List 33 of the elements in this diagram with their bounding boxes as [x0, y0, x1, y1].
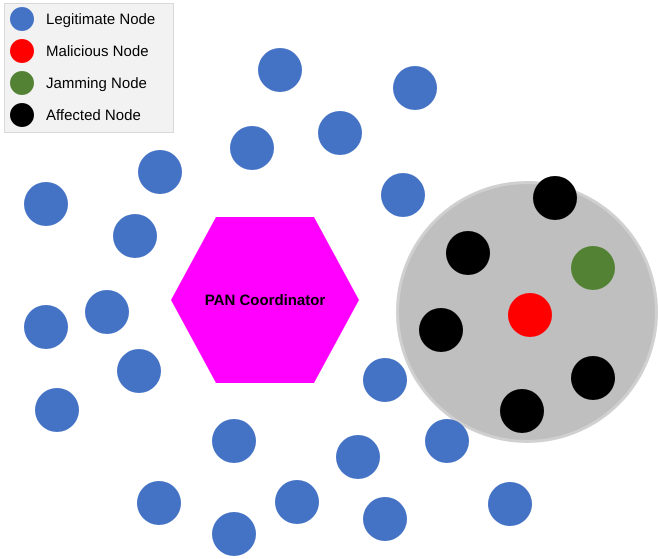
node-circle: [113, 214, 157, 258]
legend-label: Jamming Node: [46, 74, 147, 92]
node-circle: [500, 389, 544, 433]
node-circle: [318, 111, 362, 155]
node-circle: [35, 388, 79, 432]
node-circle: [138, 150, 182, 194]
node-circle: [137, 481, 181, 525]
node-circle: [212, 419, 256, 463]
node-circle: [571, 356, 615, 400]
node-circle: [230, 126, 274, 170]
node-circle: [275, 480, 319, 524]
node-circle: [117, 349, 161, 393]
node-circle: [24, 305, 68, 349]
node-circle: [258, 48, 302, 92]
node-circle: [419, 308, 463, 352]
legend-label: Malicious Node: [46, 42, 149, 60]
hexagon-node: PAN Coordinator: [171, 217, 359, 383]
node-circle: [363, 358, 407, 402]
legend-label: Affected Node: [46, 106, 141, 124]
node-circle: [85, 290, 129, 334]
node-circle: [425, 419, 469, 463]
node-circle: [24, 182, 68, 226]
node-circle: [508, 293, 552, 337]
node-circle: [571, 246, 615, 290]
node-circle: [212, 512, 256, 556]
node-circle: [446, 231, 490, 275]
node-circle: [393, 66, 437, 110]
legend-label: Legitimate Node: [46, 10, 156, 28]
node-circle: [336, 435, 380, 479]
node-circle: [533, 176, 577, 220]
node-circle: [363, 497, 407, 541]
node-circle: [381, 173, 425, 217]
node-circle: [488, 482, 532, 526]
